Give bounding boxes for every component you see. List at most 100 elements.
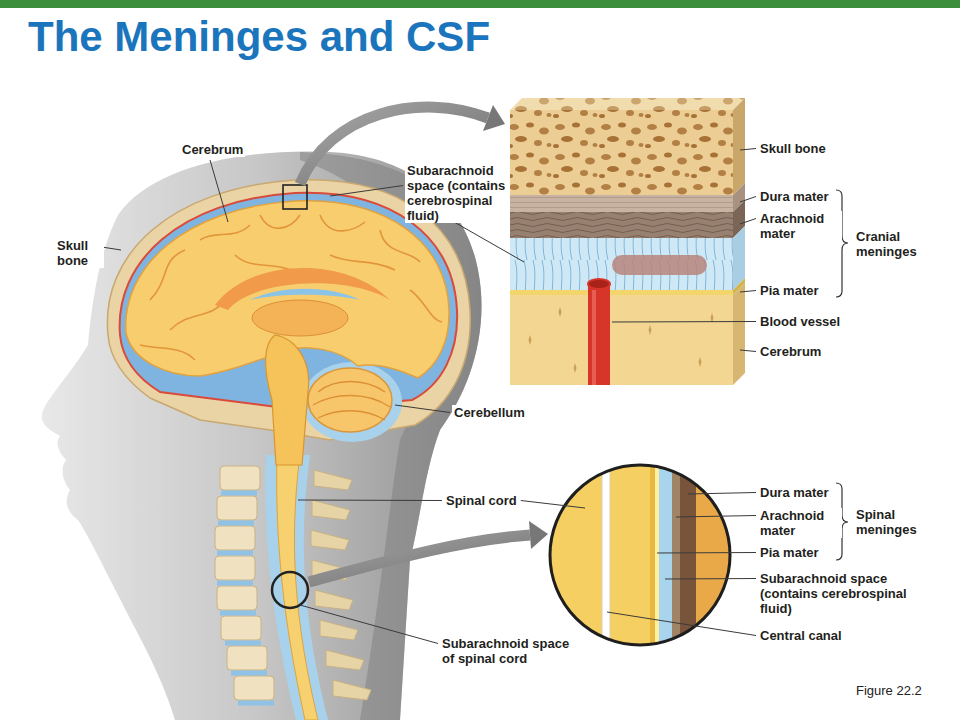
spinal-cord [277, 455, 318, 720]
cerebrum [140, 215, 442, 360]
group-label: Cranial meninges [854, 229, 933, 259]
vertebral-column [326, 650, 364, 670]
cranial-meninges-block [510, 98, 745, 110]
bracket [836, 190, 848, 297]
cranial-meninges-block [699, 357, 702, 367]
zoom-markers [283, 185, 307, 209]
leader-line [395, 405, 450, 413]
leader-line [210, 160, 228, 222]
leader-line [740, 291, 756, 293]
zoom-arrow [483, 105, 505, 131]
vertebral-column [220, 466, 260, 490]
spinal-meninges-lens [602, 463, 610, 648]
spinal-cord [265, 455, 328, 720]
cranial-meninges-block [510, 212, 733, 238]
vertebral-column [234, 676, 274, 700]
vertebral-column [333, 680, 371, 700]
part-label: Cerebellum [452, 405, 527, 420]
cerebrum [250, 289, 360, 300]
cerebrum [150, 250, 185, 300]
cranial-meninges-block [510, 212, 733, 238]
layer-label: Arachnoid mater [758, 508, 842, 538]
leader-line [330, 186, 403, 197]
vertebral-column [217, 581, 253, 586]
zoom-markers [272, 572, 308, 608]
leader-line [300, 605, 438, 644]
layer-label: Dura mater [758, 485, 831, 500]
cerebellum [302, 362, 402, 442]
cranial-meninges-block [612, 255, 707, 275]
vertebral-column [217, 491, 274, 706]
spinal-meninges-lens [548, 463, 658, 648]
cerebrum [235, 255, 290, 270]
bracket [836, 190, 848, 560]
page-title: The Meninges and CSF [28, 12, 490, 62]
vertebral-column [320, 620, 358, 640]
layer-label: Pia mater [758, 545, 821, 560]
zoom-arrow [529, 521, 548, 549]
cranial-meninges-block [510, 98, 745, 385]
leader-line [676, 516, 756, 518]
vertebral-column [311, 530, 349, 550]
cranial-meninges-block [733, 283, 745, 385]
cerebellum [308, 368, 392, 432]
cerebrum [140, 345, 195, 360]
group-label: Spinal meninges [854, 507, 933, 537]
vertebral-column [215, 526, 255, 550]
spinal-cord [265, 455, 328, 720]
vertebral-column [312, 500, 350, 520]
cerebrum [380, 230, 420, 262]
spinal-meninges-lens [650, 463, 655, 648]
part-label: Subarachnoid space of spinal cord [440, 636, 576, 666]
layer-label: Blood vessel [758, 314, 842, 329]
cranial-meninges-block [592, 290, 596, 385]
leader-line [612, 321, 756, 323]
cerebrum [330, 255, 395, 270]
spinal-meninges-lens [680, 463, 696, 648]
spinal-meninges-lens [672, 463, 680, 648]
layer-label: Pia mater [758, 283, 821, 298]
part-label: Skull bone [55, 238, 104, 268]
layer-label: Skull bone [758, 141, 828, 156]
vertebral-column [217, 496, 257, 520]
cerebrum [320, 215, 365, 231]
vertebral-column [217, 586, 257, 610]
zoom-markers [272, 185, 308, 608]
leader-line [521, 501, 585, 509]
cranial-meninges-block [510, 238, 733, 290]
cranial-meninges-block [559, 307, 562, 317]
cranial-meninges-block [510, 110, 733, 195]
cranial-meninges-block [510, 98, 745, 110]
vertebral-column [220, 611, 256, 616]
layer-label: Central canal [758, 628, 844, 643]
header-bar [0, 0, 960, 8]
cerebrum [200, 225, 250, 240]
vertebral-column [225, 641, 261, 646]
cranial-meninges-block [510, 195, 733, 212]
head-silhouette [42, 152, 482, 720]
spinal-meninges-lens [548, 463, 736, 648]
layer-label: Arachnoid mater [758, 211, 842, 241]
layer-label: Dura mater [758, 189, 831, 204]
spinal-meninges-lens [550, 465, 730, 645]
figure-caption: Figure 22.2 [856, 683, 922, 698]
layer-label: Subarachnoid space (contains cerebrospin… [758, 571, 922, 616]
vertebral-column [231, 671, 267, 676]
leader-line [740, 149, 756, 151]
leader-line [740, 350, 756, 352]
cranial-meninges-block [649, 325, 652, 335]
vertebral-column [238, 701, 274, 706]
spinal-meninges-lens [548, 463, 736, 648]
cerebrum [252, 300, 348, 336]
cerebellum [318, 411, 385, 420]
layer-label: Cerebrum [758, 344, 823, 359]
part-label: Cerebrum [180, 142, 245, 157]
leader-line [665, 578, 756, 580]
part-label: Spinal cord [444, 493, 519, 508]
vertebral-column [215, 466, 274, 700]
cerebellum [302, 362, 402, 442]
cranial-meninges-block [529, 307, 714, 373]
cranial-meninges-block [510, 238, 733, 290]
